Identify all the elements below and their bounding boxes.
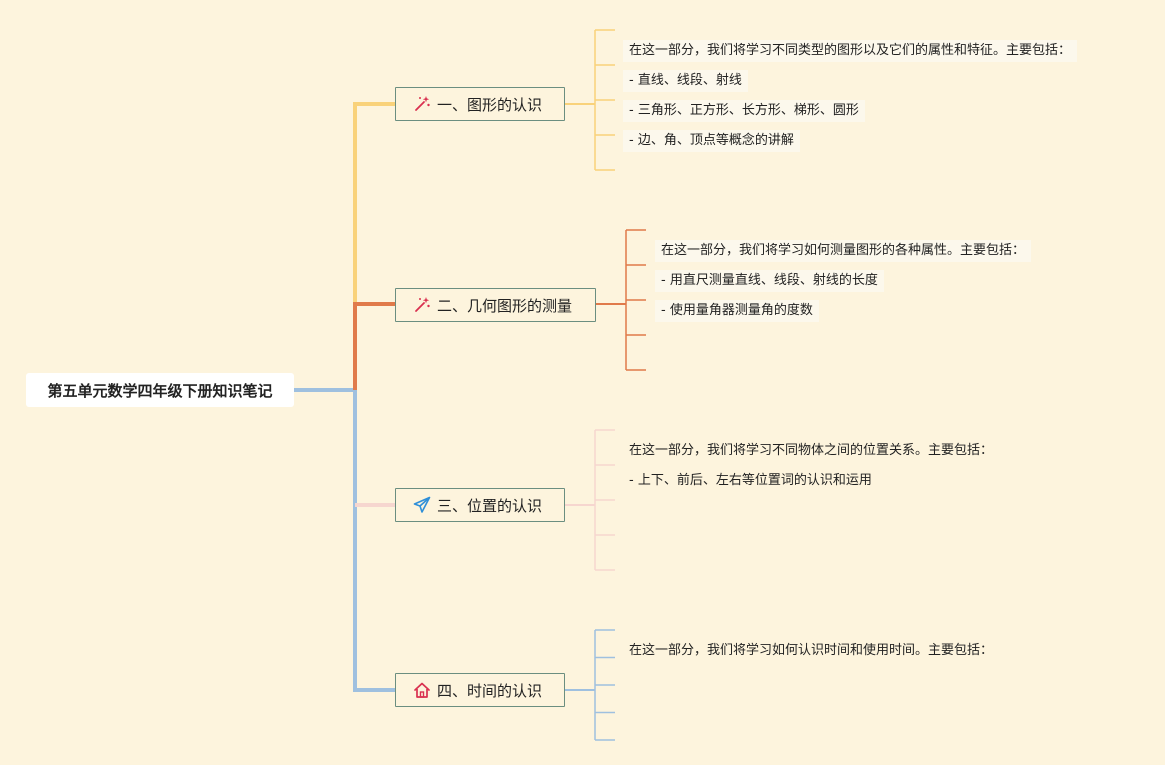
- note-text: - 三角形、正方形、长方形、梯形、圆形: [623, 100, 865, 122]
- note-text: 在这一部分，我们将学习如何认识时间和使用时间。主要包括：: [629, 643, 994, 658]
- note-text: - 边、角、顶点等概念的讲解: [623, 130, 800, 152]
- branch-label: 一、图形的认识: [437, 95, 543, 114]
- branch-node-shapes[interactable]: 一、图形的认识: [395, 87, 565, 121]
- branch-node-measurement[interactable]: 二、几何图形的测量: [395, 288, 596, 322]
- note-text: - 上下、前后、左右等位置词的认识和运用: [629, 473, 872, 488]
- note-text: 在这一部分，我们将学习如何测量图形的各种属性。主要包括：: [655, 240, 1032, 262]
- branch-node-position[interactable]: 三、位置的认识: [395, 488, 565, 522]
- branch-label: 二、几何图形的测量: [437, 296, 573, 315]
- branch-label: 四、时间的认识: [437, 681, 543, 700]
- home-icon: [414, 682, 430, 698]
- sparkle-wand-icon: [415, 96, 430, 111]
- note-text: - 使用量角器测量角的度数: [655, 300, 819, 322]
- note-text: - 用直尺测量直线、线段、射线的长度: [655, 270, 884, 292]
- sparkle-wand-icon: [415, 297, 430, 312]
- paper-plane-icon: [413, 496, 431, 513]
- root-node[interactable]: 第五单元数学四年级下册知识笔记: [26, 373, 294, 407]
- root-title: 第五单元数学四年级下册知识笔记: [47, 381, 273, 400]
- branch-label: 三、位置的认识: [437, 496, 543, 515]
- branch-node-time[interactable]: 四、时间的认识: [395, 673, 565, 707]
- note-text: - 直线、线段、射线: [623, 70, 748, 92]
- note-text: 在这一部分，我们将学习不同物体之间的位置关系。主要包括：: [629, 443, 994, 458]
- note-text: 在这一部分，我们将学习不同类型的图形以及它们的属性和特征。主要包括：: [623, 40, 1078, 62]
